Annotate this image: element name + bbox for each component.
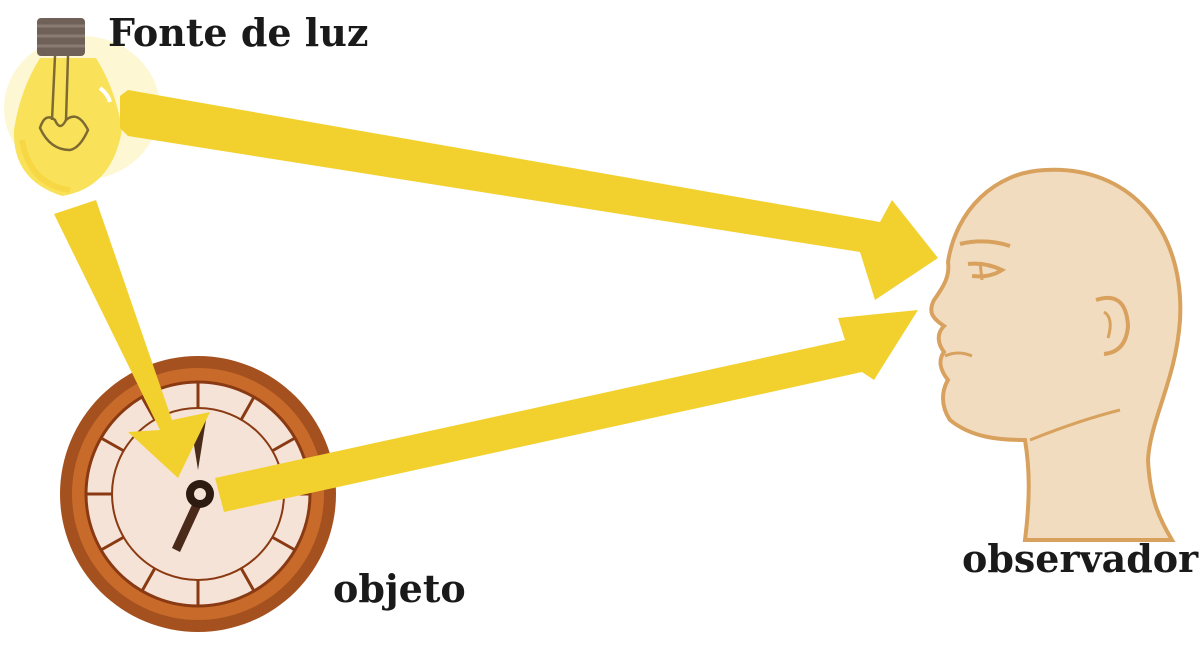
- ray-object-to-observer: [215, 310, 918, 512]
- object-label: objeto: [333, 566, 466, 611]
- clock-icon: [60, 356, 336, 632]
- observer-label: observador: [962, 536, 1199, 581]
- light-source-label: Fonte de luz: [108, 10, 369, 55]
- ray-source-to-object: [54, 200, 210, 478]
- light-bulb-icon: [4, 18, 160, 196]
- ray-source-to-observer: [120, 90, 938, 300]
- human-head-icon: [929, 167, 1183, 542]
